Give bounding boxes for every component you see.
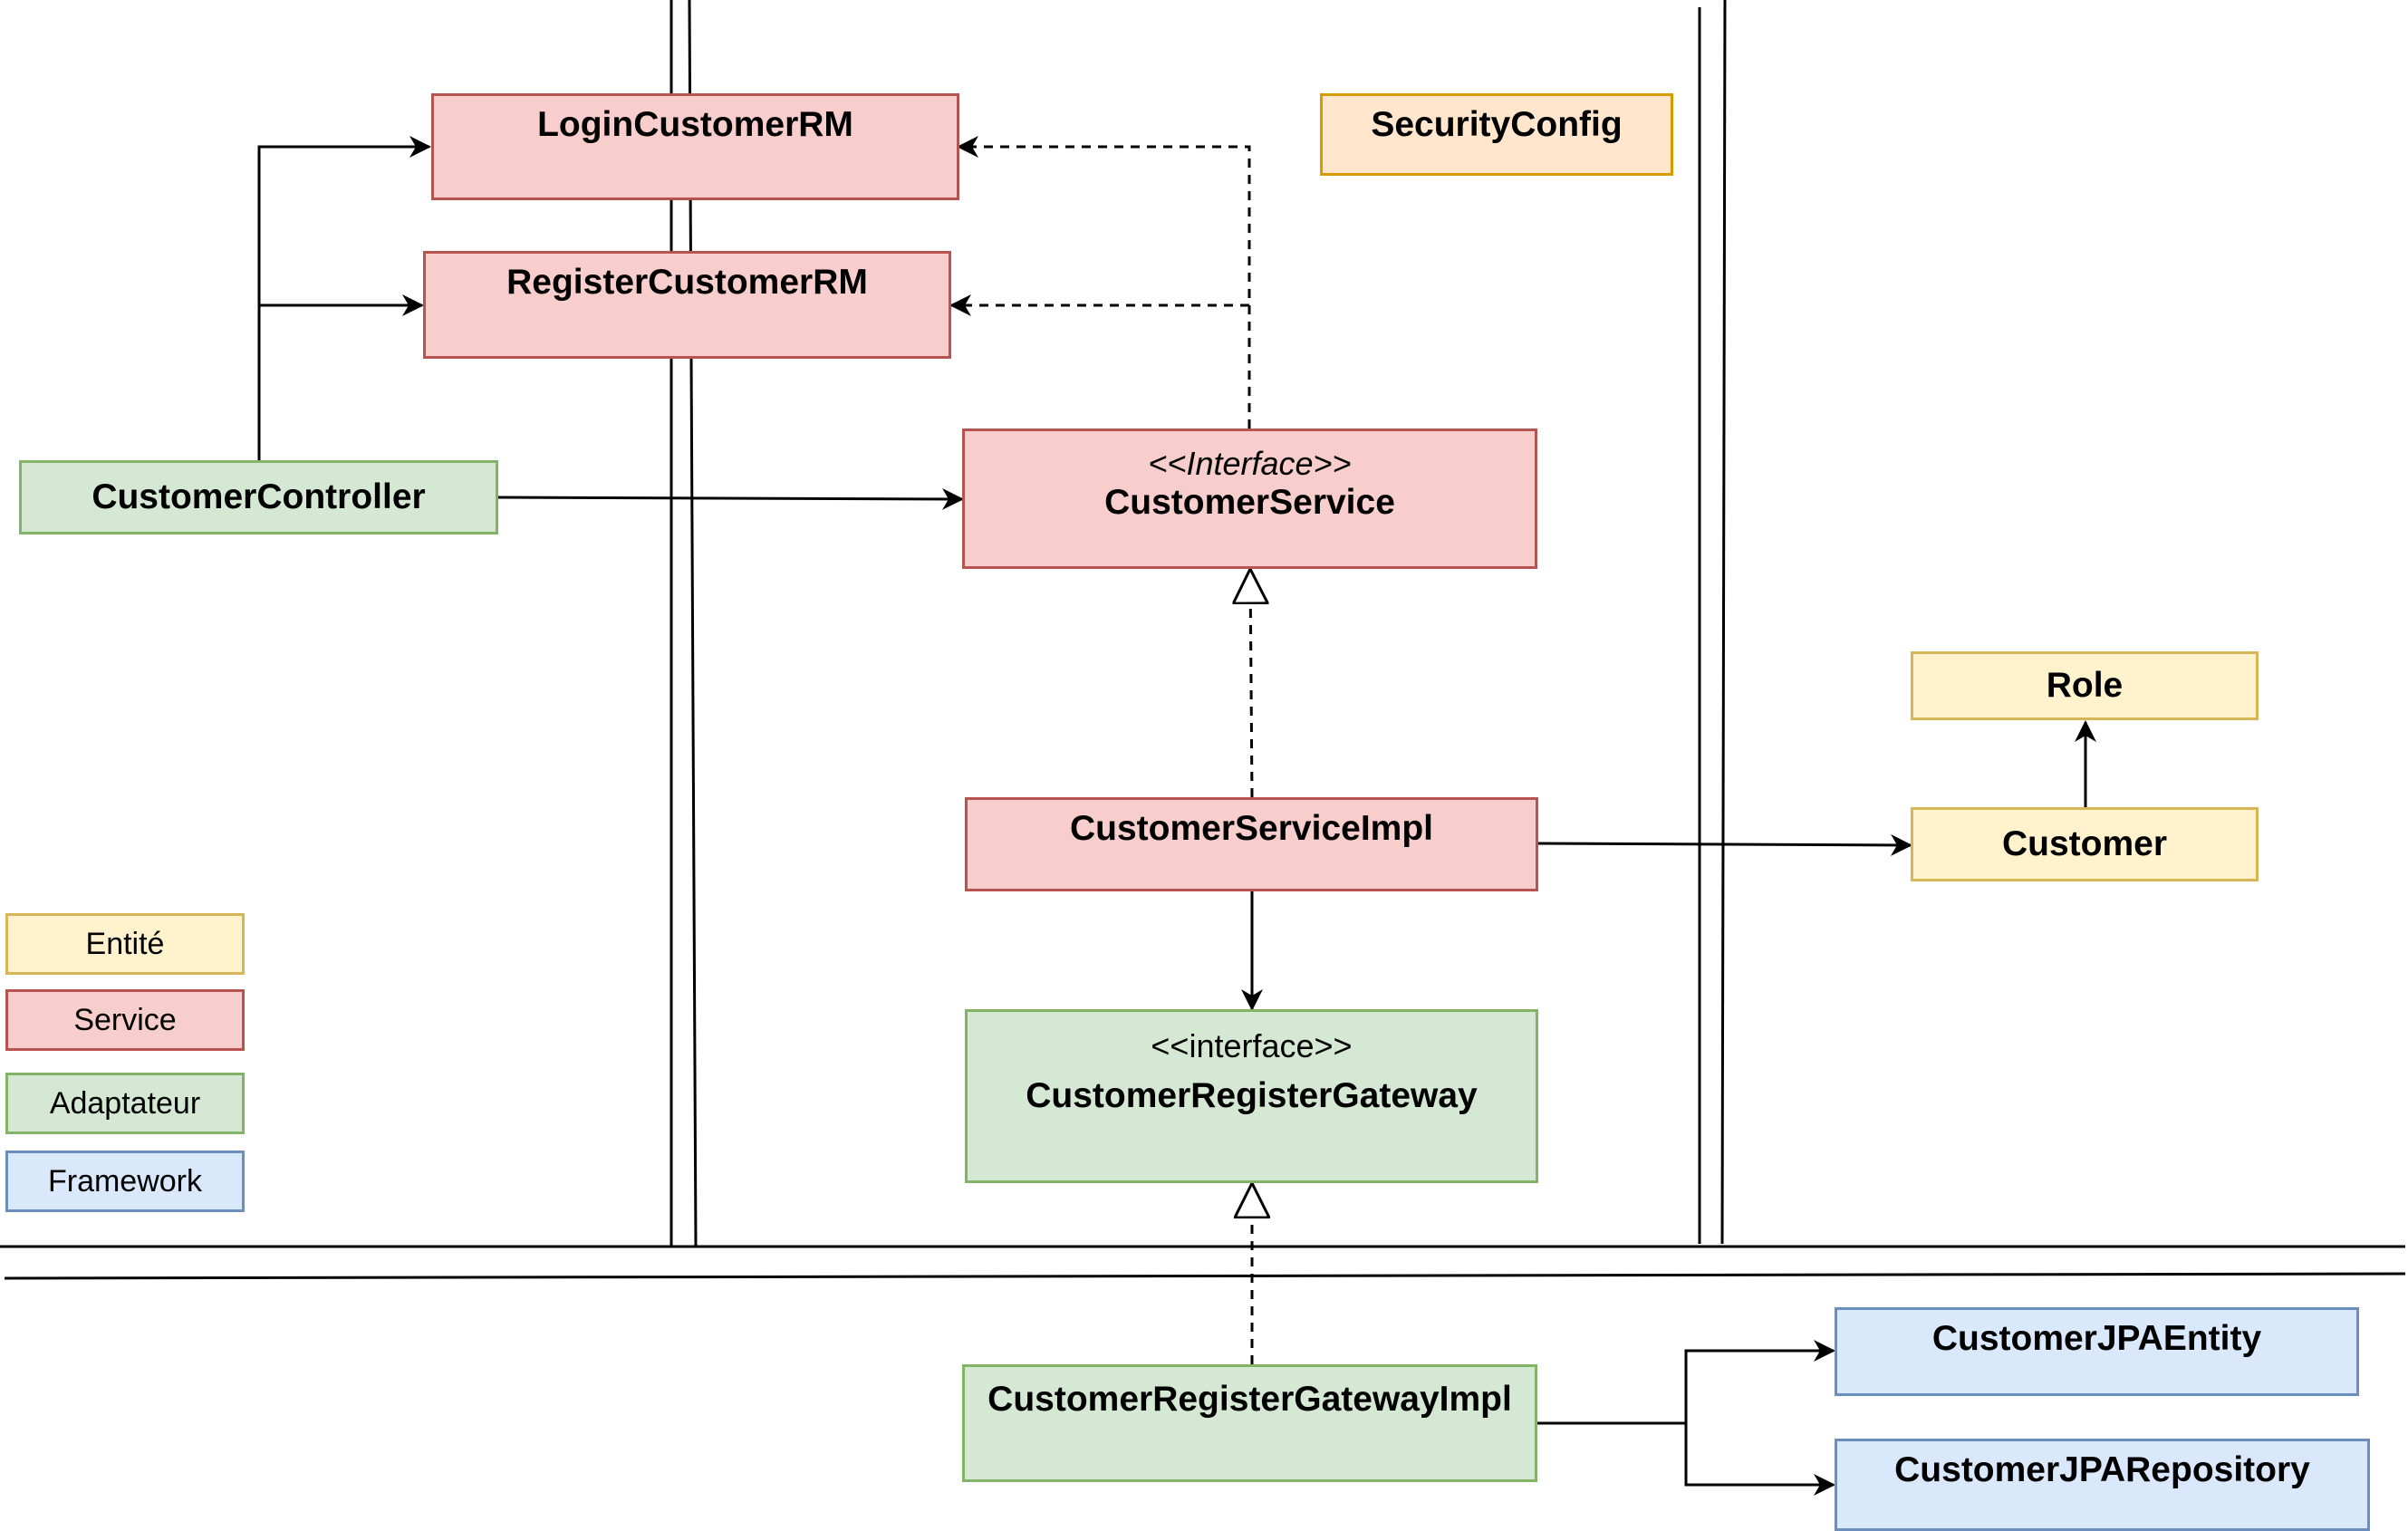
login-customer-rm-title: LoginCustomerRM — [537, 105, 853, 144]
dependency-service-to-login — [957, 136, 1251, 428]
arrow-gatewayimpl-to-jpa-entity — [1537, 1340, 1835, 1425]
legend-item-service: Service — [5, 989, 245, 1051]
legend-item-entity: Entité — [5, 913, 245, 975]
layer-boundary-bottom-2 — [4, 1272, 2406, 1280]
layer-boundary-left-2 — [688, 0, 698, 1247]
customer-jpa-entity-box: CustomerJPAEntity — [1835, 1307, 2359, 1396]
layer-boundary-right-2 — [1720, 0, 1727, 1245]
arrow-gatewayimpl-to-jpa-repository — [1684, 1423, 1835, 1496]
customer-jpa-repository-box: CustomerJPARepository — [1835, 1439, 2370, 1531]
legend-label-adapter: Adaptateur — [49, 1085, 201, 1121]
customer-jpa-entity-title: CustomerJPAEntity — [1931, 1319, 2262, 1358]
legend-item-framework: Framework — [5, 1151, 245, 1212]
arrow-controller-to-service — [497, 487, 964, 510]
register-customer-rm-title: RegisterCustomerRM — [506, 263, 868, 302]
customer-service-title: CustomerService — [1104, 483, 1395, 523]
customer-service-stereotype: <<Interface>> — [1148, 445, 1352, 482]
customer-box: Customer — [1911, 807, 2259, 881]
login-customer-rm-box: LoginCustomerRM — [431, 93, 959, 200]
realization-serviceimpl-to-service — [1250, 569, 1252, 798]
customer-controller-title: CustomerController — [92, 477, 426, 516]
security-config-title: SecurityConfig — [1371, 105, 1623, 144]
customer-service-impl-box: CustomerServiceImpl — [965, 797, 1538, 891]
legend-item-adapter: Adaptateur — [5, 1073, 245, 1134]
customer-service-box: <<Interface>> CustomerService — [962, 428, 1537, 569]
layer-boundaries — [0, 0, 2406, 1280]
arrow-serviceimpl-to-customer — [1537, 833, 1912, 856]
security-config-box: SecurityConfig — [1320, 93, 1673, 176]
customer-register-gateway-title: CustomerRegisterGateway — [1026, 1076, 1478, 1116]
legend-label-service: Service — [73, 1002, 177, 1037]
role-title: Role — [2046, 665, 2124, 705]
register-customer-rm-box: RegisterCustomerRM — [423, 251, 951, 359]
legend-label-framework: Framework — [47, 1163, 203, 1199]
customer-register-gateway-impl-title: CustomerRegisterGatewayImpl — [987, 1380, 1512, 1419]
customer-register-gateway-impl-box: CustomerRegisterGatewayImpl — [962, 1364, 1537, 1482]
role-box: Role — [1911, 651, 2259, 720]
customer-service-impl-title: CustomerServiceImpl — [1070, 809, 1433, 848]
arrow-controller-to-login — [257, 136, 431, 462]
legend-label-entity: Entité — [85, 926, 165, 961]
customer-jpa-repository-title: CustomerJPARepository — [1894, 1450, 2310, 1489]
customer-register-gateway-stereotype: <<interface>> — [1151, 1027, 1353, 1064]
customer-controller-box: CustomerController — [19, 460, 498, 534]
customer-title: Customer — [2001, 823, 2168, 863]
customer-register-gateway-box: <<interface>> CustomerRegisterGateway — [965, 1009, 1538, 1183]
